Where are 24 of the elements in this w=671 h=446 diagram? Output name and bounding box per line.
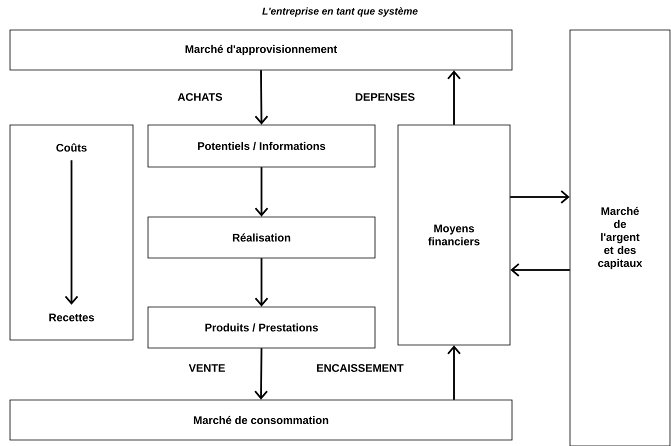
market-box: Marché de consommation xyxy=(10,400,512,440)
edge-label: VENTE xyxy=(188,364,225,372)
arrow xyxy=(447,70,461,125)
process-box: Réalisation xyxy=(148,216,376,258)
text-label: Recettes xyxy=(49,314,94,322)
edge-label: ACHATS xyxy=(178,93,222,101)
market-box: Marché de l'argent et des capitaux xyxy=(570,30,670,446)
arrow xyxy=(510,190,570,204)
arrow xyxy=(447,345,461,400)
arrow xyxy=(510,263,570,277)
arrow xyxy=(254,167,268,217)
arrow xyxy=(254,348,268,400)
arrow xyxy=(64,160,78,305)
process-box: Produits / Prestations xyxy=(148,306,376,348)
finance-box: Moyens financiers xyxy=(398,124,510,346)
arrow xyxy=(254,70,268,125)
process-box: Potentiels / Informations xyxy=(148,124,376,168)
text-label: Coûts xyxy=(56,143,87,152)
cost-box xyxy=(10,124,134,340)
market-box: Marché d'approvisionnement xyxy=(10,30,512,70)
edge-label: DEPENSES xyxy=(356,93,415,101)
title: L'entreprise en tant que système xyxy=(262,7,418,17)
edge-label: ENCAISSEMENT xyxy=(317,364,404,372)
arrow xyxy=(254,258,268,307)
